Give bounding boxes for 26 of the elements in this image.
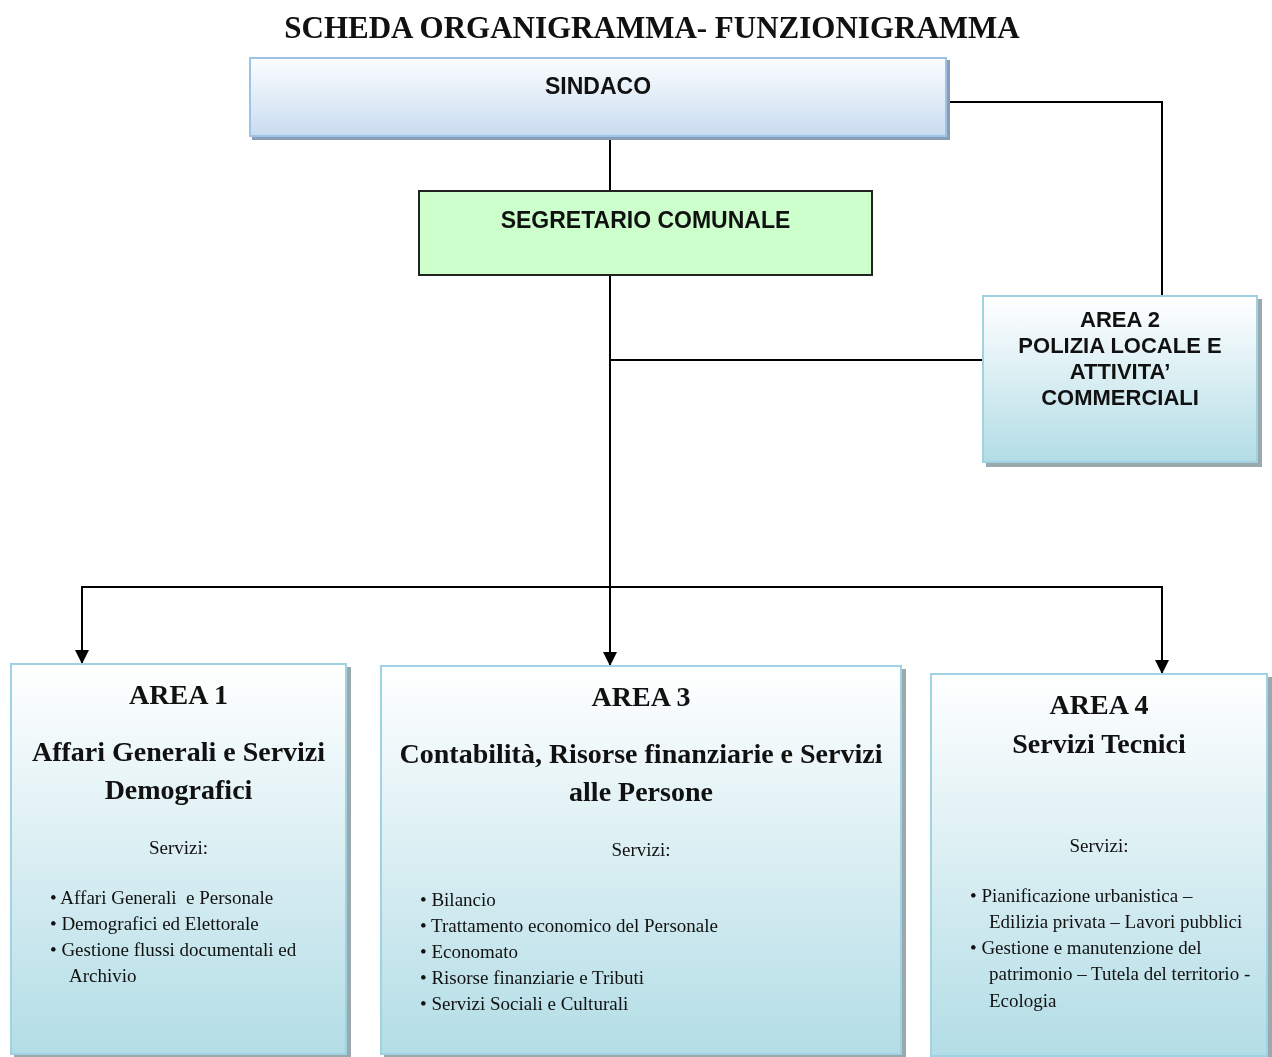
area-title: Contabilità, Risorse finanziarie e Servizi alle Persone [398,737,884,809]
area-number: AREA 1 [128,679,229,711]
section-label: Servizi: [610,838,672,861]
list-item: • Pianificazione urbanistica – Edilizia privata – Lavori pubblici [970,883,1244,934]
box-label: SINDACO [543,73,653,100]
area-title: Affari Generali e Servizi Demografici [30,735,327,807]
area-number: AREA 3 [590,681,692,713]
area-number: AREA 4 [1048,689,1150,721]
section-label: Servizi: [147,836,210,859]
list-item: • Affari Generali e Personale [50,885,275,910]
section-label: Servizi: [1068,834,1130,857]
area-title: Servizi Tecnici [1011,727,1187,761]
box-description: POLIZIA LOCALE E ATTIVITA’ COMMERCIALI [1017,333,1223,411]
box-label: AREA 2 [1079,307,1161,333]
header-box [249,57,947,137]
list-item: • Gestione flussi documentali ed Archivio [50,938,298,989]
list-item: • Economato [420,940,519,965]
box-label: SEGRETARIO COMUNALE [499,207,792,234]
list-item: • Risorse finanziarie e Tributi [420,966,646,991]
list-item: • Bilancio [420,887,497,912]
list-item: • Gestione e manutenzione del patrimonio – Tutela del territorio - Ecologia [970,936,1252,1013]
list-item: • Trattamento economico del Personale [420,913,719,938]
list-item: • Servizi Sociali e Culturali [420,992,630,1017]
list-item: • Demografici ed Elettorale [50,911,260,936]
process-box [418,190,873,276]
chart-title: SCHEDA ORGANIGRAMMA- FUNZIONIGRAMMA [283,10,1021,46]
